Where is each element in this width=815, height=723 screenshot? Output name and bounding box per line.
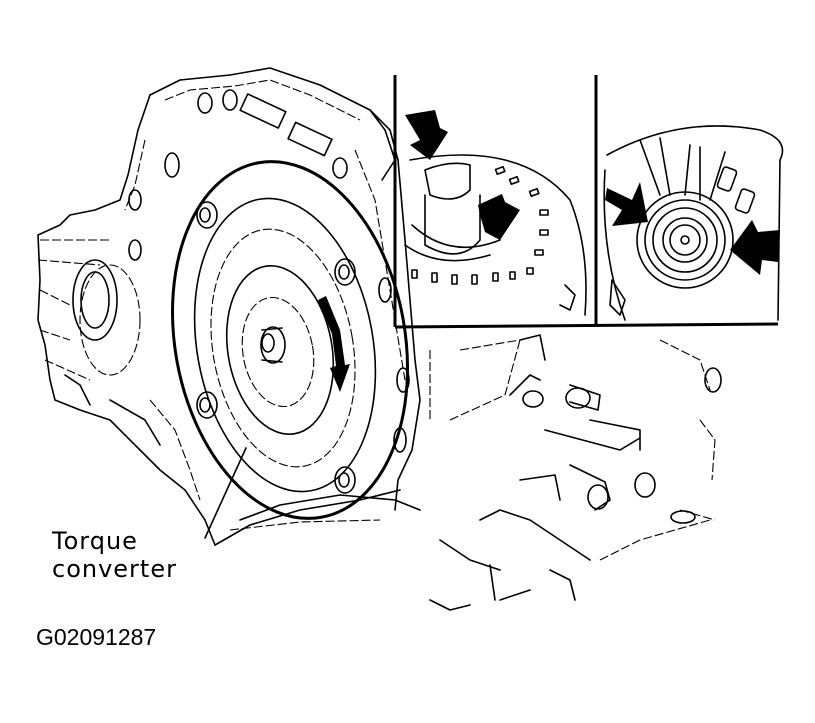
callout-label-line2: converter (52, 555, 177, 583)
torque-converter-label: Torque converter (52, 527, 177, 583)
callout-leader-line (204, 447, 247, 539)
valve-body (429, 334, 722, 611)
inset-left (404, 110, 587, 316)
torque-converter (171, 160, 409, 520)
arrow-icon (405, 110, 448, 160)
rotation-arrow-icon (318, 296, 350, 392)
arrow-icon (605, 182, 648, 226)
converter-bolt (196, 201, 356, 494)
inset-right (603, 125, 784, 321)
fin-slot (411, 165, 549, 285)
arrow-icon (478, 194, 520, 240)
transaxle-housing (37, 67, 421, 546)
callout-label-line1: Torque (52, 527, 138, 555)
inset-frame (393, 75, 779, 329)
arrow-icon (730, 220, 780, 275)
figure-id: G02091287 (36, 624, 157, 650)
